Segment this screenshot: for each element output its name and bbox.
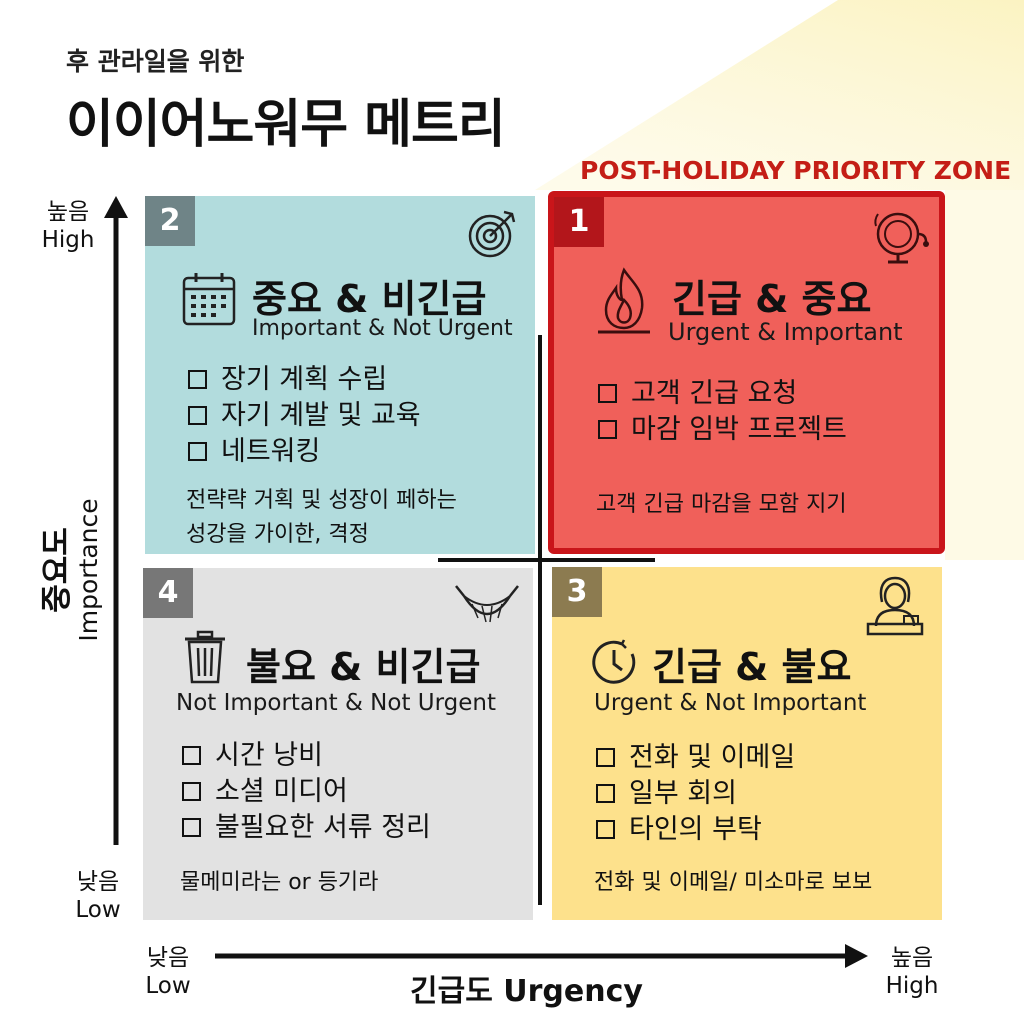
quadrant-2-number: 2 xyxy=(145,196,195,246)
checkbox[interactable] xyxy=(188,406,207,425)
quadrant-4-panel xyxy=(143,568,533,920)
quadrant-1-subtitle: Urgent & Important xyxy=(668,318,903,346)
quadrant-1-title: 긴급 & 중요 xyxy=(672,277,872,321)
x-axis-title: 긴급도 Urgency xyxy=(410,974,643,1009)
target-icon xyxy=(468,210,516,258)
quadrant-3-note: 전화 및 이메일/ 미소마로 보보 xyxy=(594,870,873,895)
checkbox[interactable] xyxy=(182,818,201,837)
quadrant-1-task-list: 고객 긴급 요청 마감 임박 프로젝트 xyxy=(598,376,847,448)
priority-zone-label: POST-HOLIDAY PRIORITY ZONE xyxy=(580,156,1012,185)
quadrant-2-task-list: 장기 계획 수립 자기 계발 및 교육 네트워킹 xyxy=(188,362,421,470)
y-axis-high-label: 높음 High xyxy=(41,199,95,253)
quadrant-3-task-list: 전화 및 이메일 일부 회의 타인의 부탁 xyxy=(596,740,795,848)
quadrant-3-number: 3 xyxy=(552,567,602,617)
quadrant-3-title: 긴급 & 불요 xyxy=(652,645,852,689)
quadrant-1-note: 고객 긴급 마감을 모함 지기 xyxy=(596,492,847,517)
list-item[interactable]: 자기 계발 및 교육 xyxy=(188,398,421,434)
quadrant-3-subtitle: Urgent & Not Important xyxy=(594,690,867,716)
fire-icon xyxy=(598,267,650,334)
checkbox[interactable] xyxy=(188,442,207,461)
list-item[interactable]: 장기 계획 수립 xyxy=(188,362,421,398)
x-axis-high-label: 높음 High xyxy=(885,945,939,999)
checkbox[interactable] xyxy=(596,784,615,803)
page-subtitle: 후 관라일을 위한 xyxy=(66,47,245,76)
receptionist-icon xyxy=(866,576,924,636)
quadrant-4-number: 4 xyxy=(143,568,193,618)
page-title: 이이어노워무 메트리 xyxy=(66,95,506,155)
quadrant-4-task-list: 시간 낭비 소셜 미디어 불필요한 서류 정리 xyxy=(182,738,431,846)
list-item[interactable]: 소셜 미디어 xyxy=(182,774,431,810)
checkbox[interactable] xyxy=(596,820,615,839)
checkbox[interactable] xyxy=(182,746,201,765)
quadrant-4-title: 불요 & 비긴급 xyxy=(246,645,481,689)
list-item[interactable]: 네트워킹 xyxy=(188,434,421,470)
list-item[interactable]: 전화 및 이메일 xyxy=(596,740,795,776)
list-item[interactable]: 마감 임박 프로젝트 xyxy=(598,412,847,448)
list-item[interactable]: 시간 낭비 xyxy=(182,738,431,774)
checkbox[interactable] xyxy=(598,384,617,403)
quadrant-2-panel xyxy=(145,196,535,554)
checkbox[interactable] xyxy=(182,782,201,801)
checkbox[interactable] xyxy=(598,420,617,439)
hammock-icon xyxy=(455,585,519,623)
y-axis-low-label: 낮음 Low xyxy=(75,869,121,923)
clock-icon xyxy=(592,639,636,684)
list-item[interactable]: 고객 긴급 요청 xyxy=(598,376,847,412)
quadrant-4-subtitle: Not Important & Not Urgent xyxy=(176,690,497,716)
quadrant-1-number: 1 xyxy=(554,197,604,247)
checkbox[interactable] xyxy=(188,370,207,389)
y-axis-title: 중요도 Importance xyxy=(39,498,103,642)
quadrant-2-note: 전략략 거획 및 성장이 페하는 성강을 가이한, 격정 xyxy=(186,488,457,547)
quadrant-2-subtitle: Important & Not Urgent xyxy=(252,316,513,341)
quadrant-1-panel xyxy=(548,191,945,554)
alarm-bell-icon xyxy=(874,212,929,264)
list-item[interactable]: 타인의 부탁 xyxy=(596,812,795,848)
list-item[interactable]: 일부 회의 xyxy=(596,776,795,812)
x-axis-low-label: 낮음 Low xyxy=(145,945,191,999)
calendar-icon xyxy=(182,273,236,326)
list-item[interactable]: 불필요한 서류 정리 xyxy=(182,810,431,846)
quadrant-4-note: 물메미라는 or 등기라 xyxy=(180,870,379,895)
checkbox[interactable] xyxy=(596,748,615,767)
quadrant-2-title: 중요 & 비긴급 xyxy=(252,277,487,321)
trash-can-icon xyxy=(185,630,225,684)
